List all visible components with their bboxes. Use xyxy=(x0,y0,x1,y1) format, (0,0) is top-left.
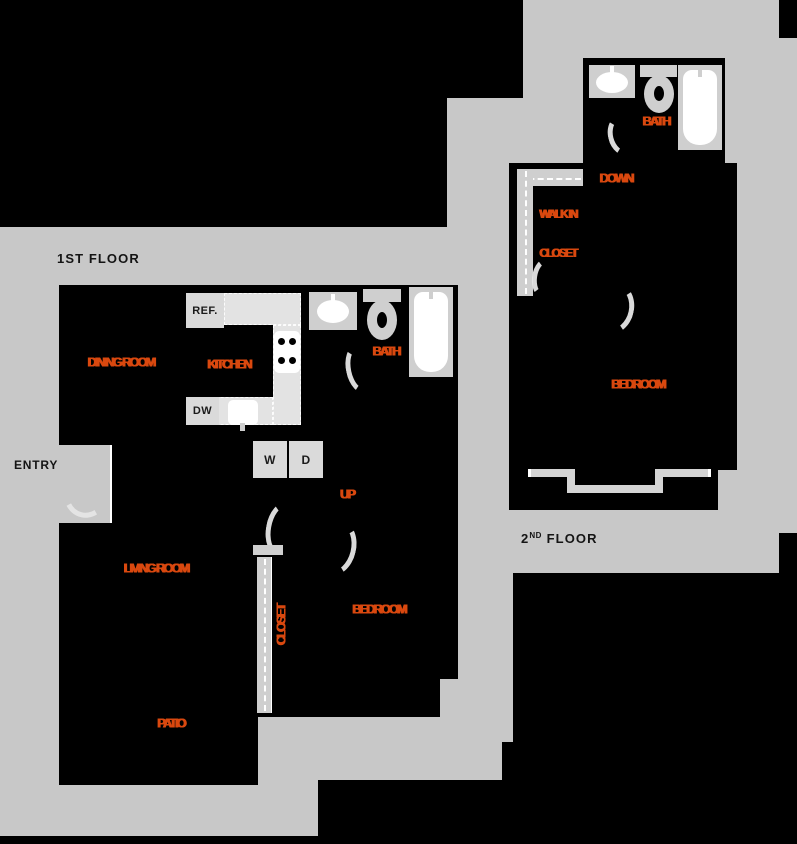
room-label-up: UP xyxy=(340,486,356,502)
closet-shelf xyxy=(517,169,533,296)
second-floor-outline xyxy=(509,163,737,470)
faucet-stub xyxy=(240,423,245,431)
entry-label: ENTRY xyxy=(14,458,59,472)
room-label-living: LIVING ROOM xyxy=(123,560,191,576)
second-floor-ordinal: ND xyxy=(529,531,542,540)
faucet-stub xyxy=(429,290,433,299)
bathtub-basin xyxy=(683,70,717,145)
window-sill xyxy=(659,469,709,477)
window-mark xyxy=(528,469,531,477)
room-label-walkin-closet: WALK IN CLOSET xyxy=(539,182,578,286)
faucet-stub xyxy=(331,294,335,302)
first-floor-outline xyxy=(59,679,258,785)
faucet-stub xyxy=(698,68,702,77)
stair-landing xyxy=(253,545,283,555)
closet-shelf xyxy=(517,169,583,186)
room-label-kitchen: KITCHEN xyxy=(207,356,252,372)
faucet-stub xyxy=(610,66,614,74)
fridge-label: REF. xyxy=(192,304,218,317)
dryer: D xyxy=(289,441,323,478)
walkin-line1: WALK IN xyxy=(539,207,578,221)
sink-basin-icon xyxy=(596,72,628,93)
bathtub-icon xyxy=(409,287,453,377)
stove-icon xyxy=(274,331,300,373)
second-floor-word: FLOOR xyxy=(546,531,598,546)
bathtub-basin xyxy=(414,292,448,372)
dishwasher-label: DW xyxy=(192,405,213,417)
burner-dot xyxy=(289,338,296,345)
room-label-down: DOWN xyxy=(599,170,635,186)
burner-dot xyxy=(278,338,285,345)
washer-label: W xyxy=(264,452,276,467)
kitchen-counter xyxy=(224,293,301,325)
closet-rail xyxy=(525,171,527,294)
closet-rail xyxy=(519,177,581,180)
room-label-bath: BATH xyxy=(372,343,402,359)
window-sill xyxy=(530,469,575,477)
fridge: REF. xyxy=(186,293,224,328)
toilet-bowl-center xyxy=(377,312,387,328)
room-label-closet: CLOSET xyxy=(273,604,289,646)
first-floor-title: 1ST FLOOR xyxy=(57,251,140,266)
room-label-bath2: BATH xyxy=(642,113,672,129)
room-label-patio: PATIO xyxy=(157,715,187,731)
toilet-icon xyxy=(640,65,677,77)
kitchen-sink-icon xyxy=(228,400,258,431)
room-label-dining: DINING ROOM xyxy=(87,354,157,370)
second-floor-number: 2 xyxy=(521,531,530,546)
burner-dot xyxy=(278,357,285,364)
toilet-icon xyxy=(644,75,674,113)
window-mark xyxy=(708,469,711,477)
entry-opening xyxy=(59,445,111,523)
burner-dot xyxy=(289,357,296,364)
sink-basin-icon xyxy=(317,300,349,323)
second-floor-title: 2ND FLOOR xyxy=(521,531,598,546)
bath-sink xyxy=(589,65,635,98)
washer: W xyxy=(253,441,287,478)
closet-shelf xyxy=(257,557,272,713)
first-floor-outline xyxy=(258,679,440,717)
closet-rail xyxy=(264,559,266,711)
toilet-icon xyxy=(367,300,397,340)
bath-sink xyxy=(309,292,357,330)
background-region xyxy=(779,38,797,98)
toilet-icon xyxy=(363,289,401,302)
background-region xyxy=(0,780,318,836)
bathtub-icon xyxy=(678,65,722,150)
dishwasher: DW xyxy=(186,397,219,425)
window-recess xyxy=(567,485,663,493)
window-recess xyxy=(567,469,575,493)
dryer-label: D xyxy=(301,452,311,467)
room-label-bedroom2: BEDROOM xyxy=(611,376,666,392)
entry-jamb xyxy=(110,445,112,523)
walkin-line2: CLOSET xyxy=(539,246,578,260)
room-label-bedroom: BEDROOM xyxy=(352,601,407,617)
toilet-bowl-center xyxy=(654,86,664,101)
window-recess xyxy=(655,469,663,493)
